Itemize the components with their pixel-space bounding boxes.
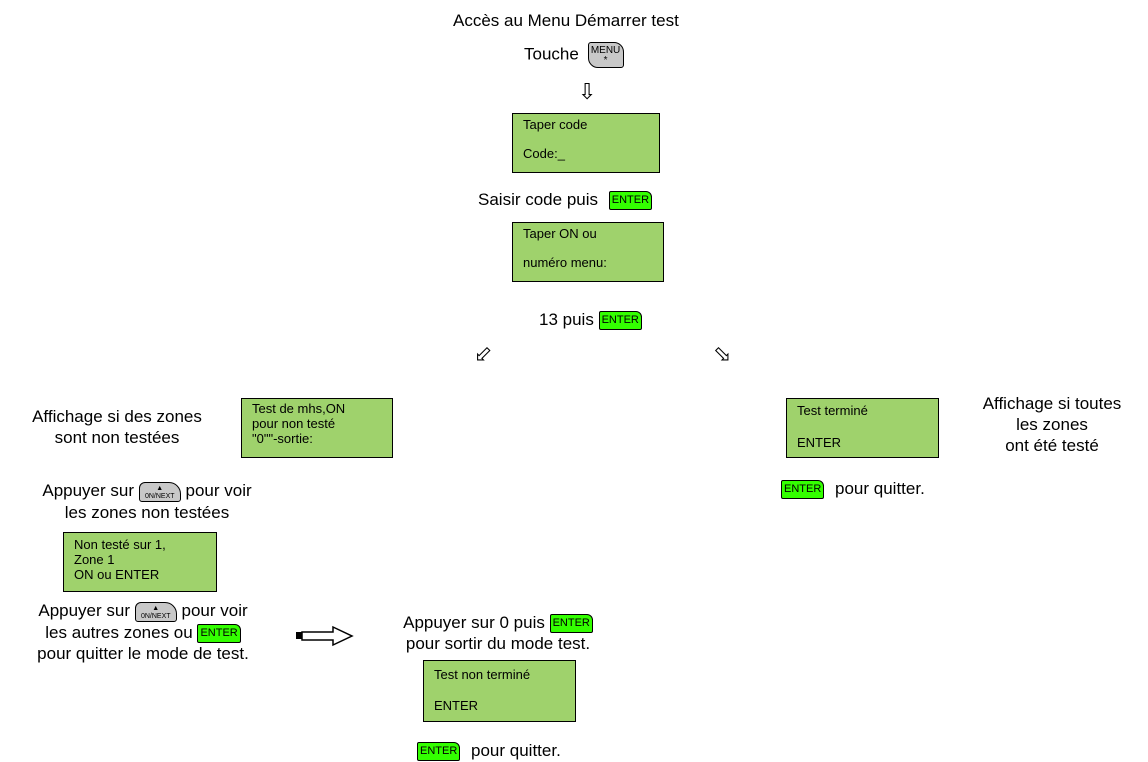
onnext-key-icon: ▲0N/NEXT: [138, 481, 181, 502]
diagram-title: Accès au Menu Démarrer test: [453, 11, 679, 30]
lcd-taper-code: Taper code Code:_: [512, 113, 660, 173]
lcd-taper-on: Taper ON ou numéro menu:: [512, 222, 664, 282]
enter-key-icon: ENTER: [417, 742, 461, 762]
lcd-test-non-termine: Test non terminé ENTER: [423, 660, 576, 722]
bottom-instruction: Appuyer sur 0 puis ENTER pour sortir du …: [373, 612, 623, 654]
touche-row: Touche MENU*: [524, 42, 624, 68]
lcd-test-termine: Test terminé ENTER: [786, 398, 939, 458]
bottom-quit: ENTER pour quitter.: [417, 740, 561, 762]
down-arrow-icon: ⇩: [578, 80, 597, 105]
enter-key-icon: ENTER: [598, 311, 642, 331]
left-press-text: Appuyer sur ▲0N/NEXT pour voir les zones…: [42, 481, 252, 522]
enter-key-icon: ENTER: [781, 480, 825, 500]
enter-key-icon: ENTER: [608, 191, 653, 211]
enter-key-icon: ENTER: [549, 614, 593, 634]
lcd-non-teste: Non testé sur 1, Zone 1 ON ou ENTER: [63, 532, 217, 592]
right-display-text: Affichage si toutes les zones ont été te…: [982, 394, 1122, 455]
right-arrow-icon: [296, 625, 354, 647]
down-left-arrow-icon: ⬃: [474, 342, 493, 367]
touche-label: Touche: [524, 44, 579, 64]
left-press2-text: Appuyer sur ▲0N/NEXT pour voir les autre…: [37, 601, 249, 663]
step-13: 13 puis ENTER: [539, 309, 642, 331]
onnext-key-icon: ▲0N/NEXT: [134, 601, 177, 622]
left-display-text: Affichage si des zones sont non testées: [32, 407, 202, 447]
step-enter-code: Saisir code puis ENTER: [478, 189, 653, 211]
down-right-arrow-icon: ⬂: [713, 342, 732, 367]
right-quit: ENTER pour quitter.: [781, 478, 925, 500]
lcd-test-mhs: Test de mhs,ON pour non testé "0""-sorti…: [241, 398, 393, 458]
enter-key-icon: ENTER: [197, 623, 241, 643]
menu-key-icon: MENU*: [587, 42, 624, 68]
